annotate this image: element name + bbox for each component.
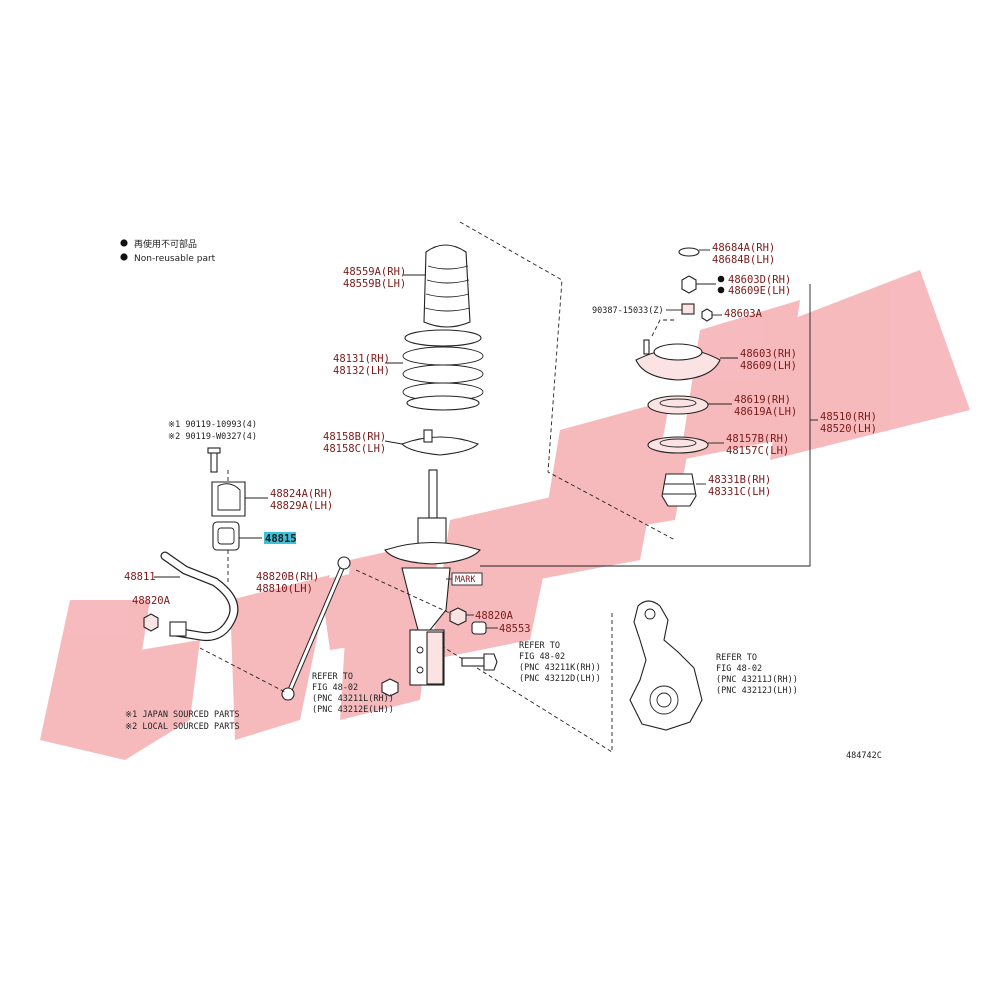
part-label-48815[interactable]: 48815 xyxy=(265,533,297,545)
dashed-guide xyxy=(355,569,453,615)
non-reusable-bullet-icon xyxy=(120,239,128,247)
leader-line-48510 xyxy=(480,284,811,567)
part-label-48331c[interactable]: 48331C(LH) xyxy=(708,486,771,498)
refer-mid-line2[interactable]: FIG 48-02 xyxy=(519,652,565,662)
watermark-logo xyxy=(40,270,970,760)
shock-absorber-part[interactable] xyxy=(384,469,481,686)
coil-spring-part[interactable] xyxy=(402,329,484,411)
stabilizer-link-part[interactable] xyxy=(281,556,351,701)
leader-line xyxy=(384,440,403,445)
diagram-id: 484742C xyxy=(846,751,882,761)
bolt-part[interactable] xyxy=(207,447,221,473)
part-label-48609e[interactable]: 48609E(LH) xyxy=(728,285,791,297)
bump-stopper-part[interactable] xyxy=(661,473,697,507)
knuckle-dashed-outline xyxy=(431,613,613,753)
cap-part[interactable] xyxy=(471,621,487,635)
part-label-48619a[interactable]: 48619A(LH) xyxy=(734,406,797,418)
dashed-guide xyxy=(199,647,286,693)
part-label-48684b[interactable]: 48684B(LH) xyxy=(712,254,775,266)
highlight-box xyxy=(264,532,296,544)
non-reusable-bullet-icon xyxy=(120,253,128,261)
dashed-guide xyxy=(651,319,676,337)
japan-sourced-note: ※1 JAPAN SOURCED PARTS xyxy=(125,710,240,720)
part-label-90387[interactable]: 90387-15033(Z) xyxy=(592,306,664,316)
local-sourced-note: ※2 LOCAL SOURCED PARTS xyxy=(125,722,240,732)
legend-text-jp: 再使用不可部品 xyxy=(134,238,197,250)
refer-left-line1: REFER TO xyxy=(312,672,353,682)
part-label-48829a[interactable]: 48829A(LH) xyxy=(270,500,333,512)
bolt-note-2: ※2 90119-W0327(4) xyxy=(168,432,257,442)
stabilizer-bar-part[interactable] xyxy=(160,551,239,642)
stabilizer-bushing-part[interactable] xyxy=(212,521,240,551)
part-label-48520[interactable]: 48520(LH) xyxy=(820,423,877,435)
nut-part[interactable] xyxy=(381,678,399,697)
part-label-48157b[interactable]: 48157B(RH) xyxy=(726,433,789,445)
non-reusable-bullet-icon xyxy=(717,286,725,294)
part-label-48609[interactable]: 48609(LH) xyxy=(740,360,797,372)
part-label-48824a[interactable]: 48824A(RH) xyxy=(270,488,333,500)
nut-part[interactable] xyxy=(143,613,159,632)
mark-label: MARK xyxy=(455,575,476,585)
part-label-48820b[interactable]: 48820B(RH) xyxy=(256,571,319,583)
refer-mid-line3: (PNC 43211K(RH)) xyxy=(519,663,601,673)
refer-right-line2[interactable]: FIG 48-02 xyxy=(716,664,762,674)
refer-left-line2[interactable]: FIG 48-02 xyxy=(312,683,358,693)
part-label-48603d[interactable]: 48603D(RH) xyxy=(728,274,791,286)
part-label-48619[interactable]: 48619(RH) xyxy=(734,394,791,406)
part-label-48603a[interactable]: 48603A xyxy=(724,308,763,320)
refer-mid-line1: REFER TO xyxy=(519,641,560,651)
refer-left-line4: (PNC 43212E(LH)) xyxy=(312,705,394,715)
part-label-48158c[interactable]: 48158C(LH) xyxy=(323,443,386,455)
bolt-part[interactable] xyxy=(461,653,498,671)
steering-knuckle-part[interactable] xyxy=(629,600,703,731)
assembly-dashed-outline xyxy=(459,221,676,541)
bearing-part[interactable] xyxy=(647,395,709,415)
part-label-48811[interactable]: 48811 xyxy=(124,571,156,583)
upper-support-part[interactable] xyxy=(635,339,721,381)
refer-right-line1: REFER TO xyxy=(716,653,757,663)
dust-boot-part[interactable] xyxy=(423,244,471,328)
part-label-48810[interactable]: 48810(LH) xyxy=(256,583,313,595)
part-label-48820a-mid[interactable]: 48820A xyxy=(475,610,514,622)
refer-mid-line4: (PNC 43212D(LH)) xyxy=(519,674,601,684)
part-label-48559a[interactable]: 48559A(RH) xyxy=(343,266,406,278)
part-label-48553[interactable]: 48553 xyxy=(499,623,531,635)
collar-part[interactable] xyxy=(681,303,695,315)
legend-text-en: Non-reusable part xyxy=(134,254,216,264)
refer-right-line4: (PNC 43212J(LH)) xyxy=(716,686,798,696)
dust-cap-part[interactable] xyxy=(678,247,700,257)
part-label-48820a-left[interactable]: 48820A xyxy=(132,595,171,607)
nut-part[interactable] xyxy=(701,308,713,322)
upper-insulator-part[interactable] xyxy=(647,436,709,454)
refer-right-line3: (PNC 43211J(RH)) xyxy=(716,675,798,685)
bolt-note-1: ※1 90119-10993(4) xyxy=(168,420,257,430)
lower-spring-insulator-part[interactable] xyxy=(401,429,479,456)
non-reusable-bullet-icon xyxy=(717,275,725,283)
part-label-48331b[interactable]: 48331B(RH) xyxy=(708,474,771,486)
part-label-48559b[interactable]: 48559B(LH) xyxy=(343,278,406,290)
nut-part[interactable] xyxy=(681,275,697,294)
nut-part[interactable] xyxy=(449,607,467,626)
stabilizer-bracket-part[interactable] xyxy=(211,470,246,517)
part-label-48132[interactable]: 48132(LH) xyxy=(333,365,390,377)
part-label-48157c[interactable]: 48157C(LH) xyxy=(726,445,789,457)
part-label-48158b[interactable]: 48158B(RH) xyxy=(323,431,386,443)
part-label-48603[interactable]: 48603(RH) xyxy=(740,348,797,360)
part-label-48684a[interactable]: 48684A(RH) xyxy=(712,242,775,254)
part-label-48131[interactable]: 48131(RH) xyxy=(333,353,390,365)
part-label-48510[interactable]: 48510(RH) xyxy=(820,411,877,423)
refer-left-line3: (PNC 43211L(RH)) xyxy=(312,694,394,704)
